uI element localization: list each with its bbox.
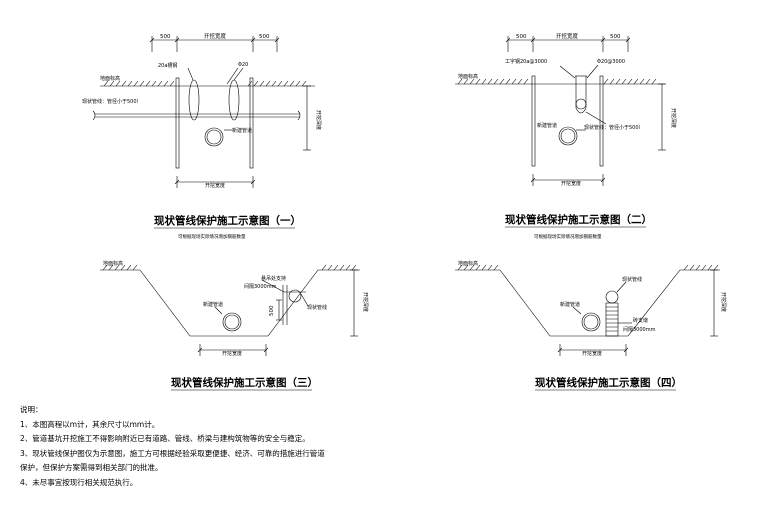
d2-bottom-dim: 开挖宽度 — [561, 180, 581, 187]
d3-bottom-dim: 开挖宽度 — [222, 350, 242, 357]
d2-subtitle: 可根据现场实际情况增加钢筋数量 — [534, 233, 602, 240]
d2-title: 现状管线保护施工示意图（二） — [505, 213, 652, 226]
d3-title: 现状管线保护施工示意图（三） — [171, 376, 318, 389]
notes-heading: 说明： — [20, 405, 43, 414]
d3-hanger-label-1: 悬吊处支持 — [261, 275, 286, 282]
d4-ground-label: 地面标高 — [458, 260, 478, 267]
note-item: 2、管道基坑开挖施工不得影响附近已有道路、管线、桥梁与建构筑物等的安全与稳定。 — [20, 434, 310, 444]
d1-subtitle: 可根据现场实际情况增加钢筋数量 — [178, 233, 246, 240]
d1-existing-pipe-label: 现状管线：管径小于500） — [82, 98, 142, 105]
d1-dim-right: 500 — [259, 34, 270, 40]
d1-title: 现状管线保护施工示意图（一） — [154, 214, 301, 227]
d1-new-pipe-label: 新建管道 — [232, 127, 252, 134]
d4-bottom-dim: 开挖宽度 — [582, 350, 602, 357]
d2-new-pipe-label: 新建管道 — [537, 122, 557, 129]
d3-dim-500: 500 — [269, 305, 275, 316]
d4-depth-label: 开挖深度 — [720, 292, 727, 312]
diagram-3-labels: 地面标高 悬吊处支持 间隔3000mm 现状管线 新建管道 500 开挖宽度 开… — [103, 260, 369, 389]
d1-bottom-dim: 开挖宽度 — [205, 182, 225, 189]
d4-new-pipe-label: 新建管道 — [560, 301, 580, 308]
d2-pipe-dia-label: Φ20@3000 — [597, 59, 625, 65]
d4-support-label-2: 间隔3000mm — [623, 326, 656, 333]
notes-section: 说明： 1、本图高程以m计，其余尺寸以mm计。 2、管道基坑开挖施工不得影响附近… — [20, 403, 740, 491]
d1-dim-left: 500 — [160, 34, 171, 40]
d1-pipe-dia-label: Φ20 — [238, 62, 248, 68]
d2-ground-label: 地面标高 — [458, 73, 478, 80]
note-item: 1、本图高程以m计，其余尺寸以mm计。 — [20, 419, 160, 429]
d2-depth-label: 开挖深度 — [670, 108, 677, 128]
diagram-2-labels: 500 开挖宽度 500 工字钢20a@3000 Φ20@3000 地面标高 现… — [458, 32, 677, 240]
d2-steel-label: 工字钢20a@3000 — [505, 58, 547, 65]
d1-depth-label: 开挖深度 — [315, 110, 322, 130]
diagram-4 — [455, 264, 720, 356]
d1-steel-label: 20a槽钢 — [158, 62, 177, 69]
d4-existing-pipe-label: 现状管线 — [622, 276, 642, 283]
diagram-2 — [455, 36, 666, 186]
d3-ground-label: 地面标高 — [103, 260, 123, 267]
d1-dim-mid: 开挖宽度 — [204, 32, 227, 40]
d2-existing-pipe-label: 现状管线：管径小于500） — [584, 124, 644, 131]
d2-dim-left: 500 — [516, 34, 527, 40]
note-item: 3、现状管线保护图仅为示意图，施工方可根据经验采取更便捷、经济、可靠的措施进行管… — [20, 448, 325, 458]
d3-hanger-label-2: 间隔3000mm — [244, 283, 277, 290]
d4-support-label-1: 砖支墩 — [633, 317, 648, 324]
diagram-3 — [100, 264, 360, 356]
d3-new-pipe-label: 新建管道 — [203, 301, 223, 308]
note-item: 保护，但保护方案需得到相关部门的批准。 — [20, 463, 163, 473]
d3-depth-label: 开挖深度 — [362, 292, 369, 312]
diagram-1 — [92, 36, 315, 188]
diagram-1-labels: 500 开挖宽度 500 20a槽钢 Φ20 地面标高 现状管线：管径小于500… — [82, 32, 322, 240]
diagram-4-labels: 地面标高 现状管线 新建管道 砖支墩 间隔3000mm 开挖宽度 开挖深度 现状… — [458, 260, 727, 389]
d2-dim-mid: 开挖宽度 — [556, 32, 579, 40]
d1-ground-label: 地面标高 — [100, 75, 120, 82]
d2-dim-right: 500 — [610, 34, 621, 40]
d3-existing-pipe-label: 现状管线 — [307, 304, 327, 311]
d4-title: 现状管线保护施工示意图（四） — [535, 376, 682, 389]
note-item: 4、未尽事宜按现行相关规范执行。 — [20, 477, 138, 487]
